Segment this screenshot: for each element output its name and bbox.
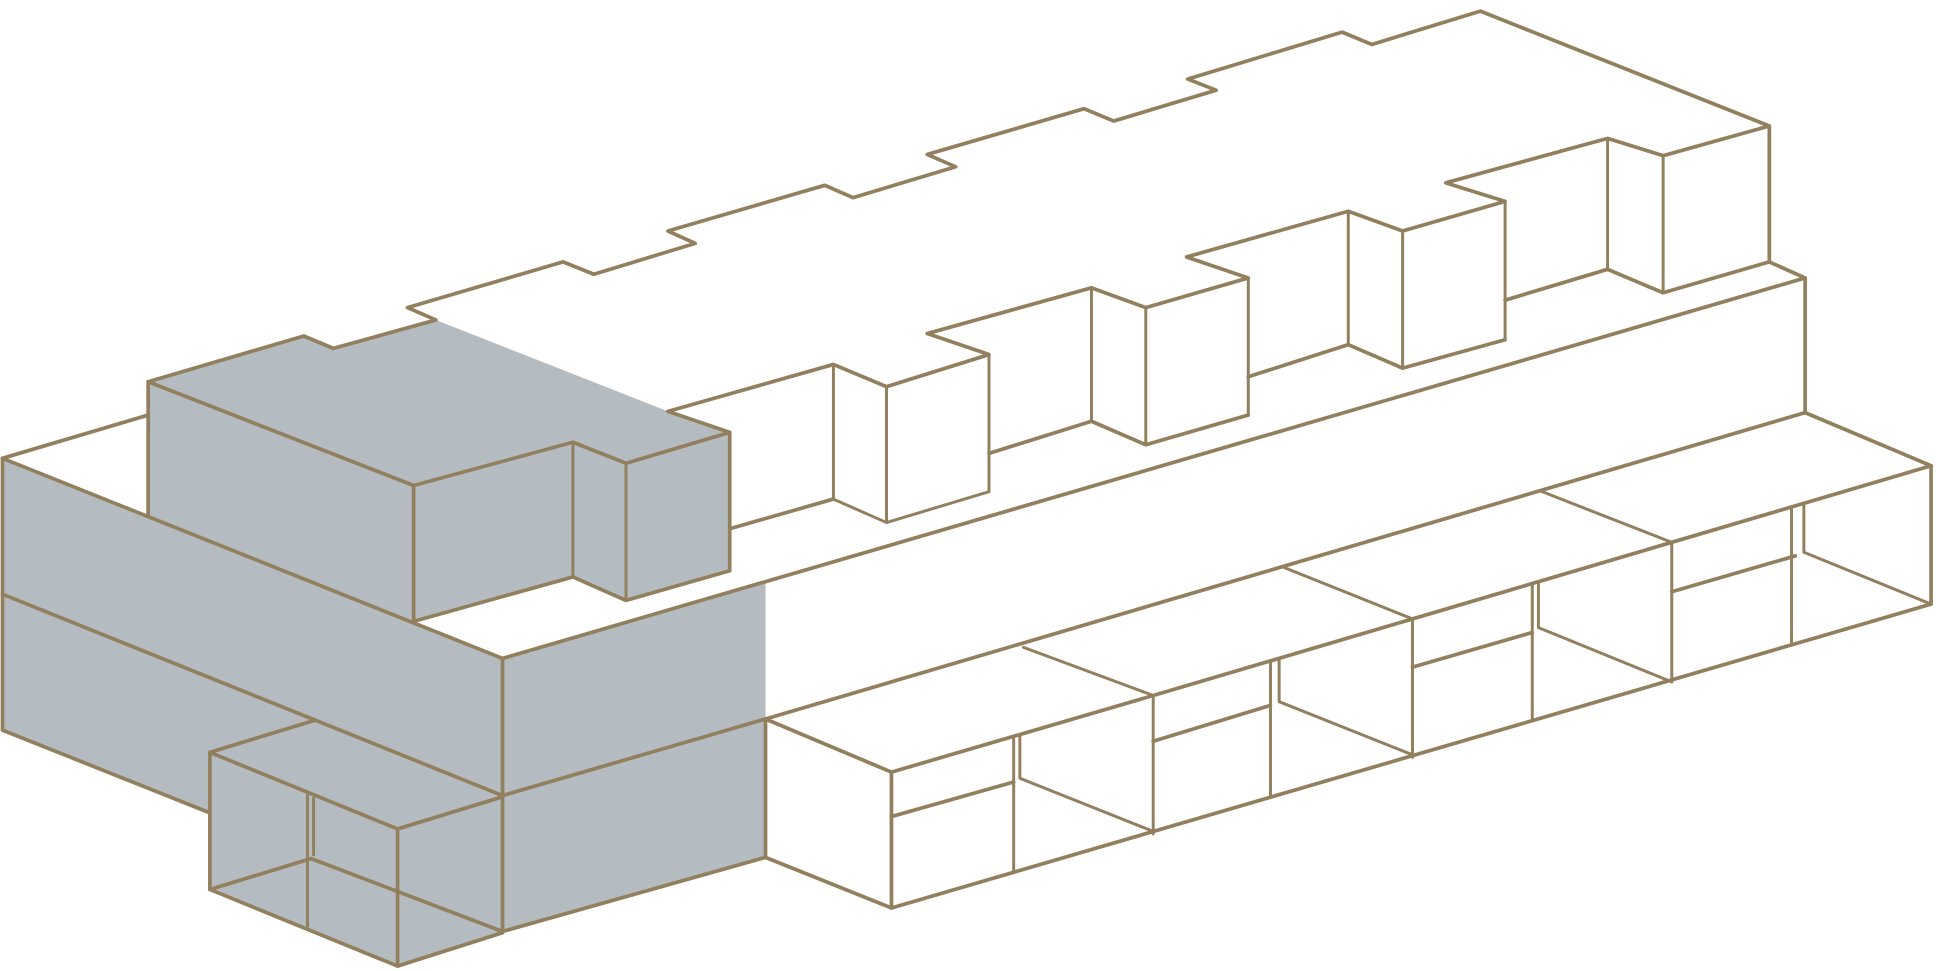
back-stub xyxy=(0,413,151,461)
outline-segment xyxy=(411,430,732,624)
lower-building xyxy=(763,410,1933,910)
outline-segment xyxy=(0,592,505,798)
outline-segment xyxy=(1802,503,1933,606)
outline-segment xyxy=(1022,645,1155,836)
outline-segment xyxy=(889,780,1016,819)
left-box xyxy=(0,456,212,815)
back-block-2 xyxy=(925,124,1772,336)
highlighted-lower-block xyxy=(2,458,766,967)
building-outline xyxy=(0,9,1933,968)
outline-segment xyxy=(1536,581,1674,684)
outline-segment xyxy=(1151,703,1273,744)
outline-segment xyxy=(1540,490,1674,684)
outline-segment xyxy=(1503,260,1772,303)
outline-segment xyxy=(727,497,836,531)
outline-segment xyxy=(1669,554,1798,594)
outline-segment xyxy=(763,717,894,910)
outline-segment xyxy=(1277,658,1414,757)
outline-segment xyxy=(500,717,768,934)
podium-edge xyxy=(500,276,1807,661)
highlighted-upper-block xyxy=(148,319,730,622)
outline-segment xyxy=(987,413,1251,456)
outline-segment xyxy=(1246,337,1507,379)
outline-segment xyxy=(1410,630,1535,669)
outline-segment xyxy=(208,856,505,934)
outline-segment xyxy=(1018,734,1155,833)
outline-segment xyxy=(1281,565,1414,759)
highlighted-volume xyxy=(2,319,766,967)
back-block-1 xyxy=(666,331,991,414)
outline-segment xyxy=(831,362,991,525)
roof-edge xyxy=(146,9,1807,415)
outline-segment xyxy=(0,456,505,934)
